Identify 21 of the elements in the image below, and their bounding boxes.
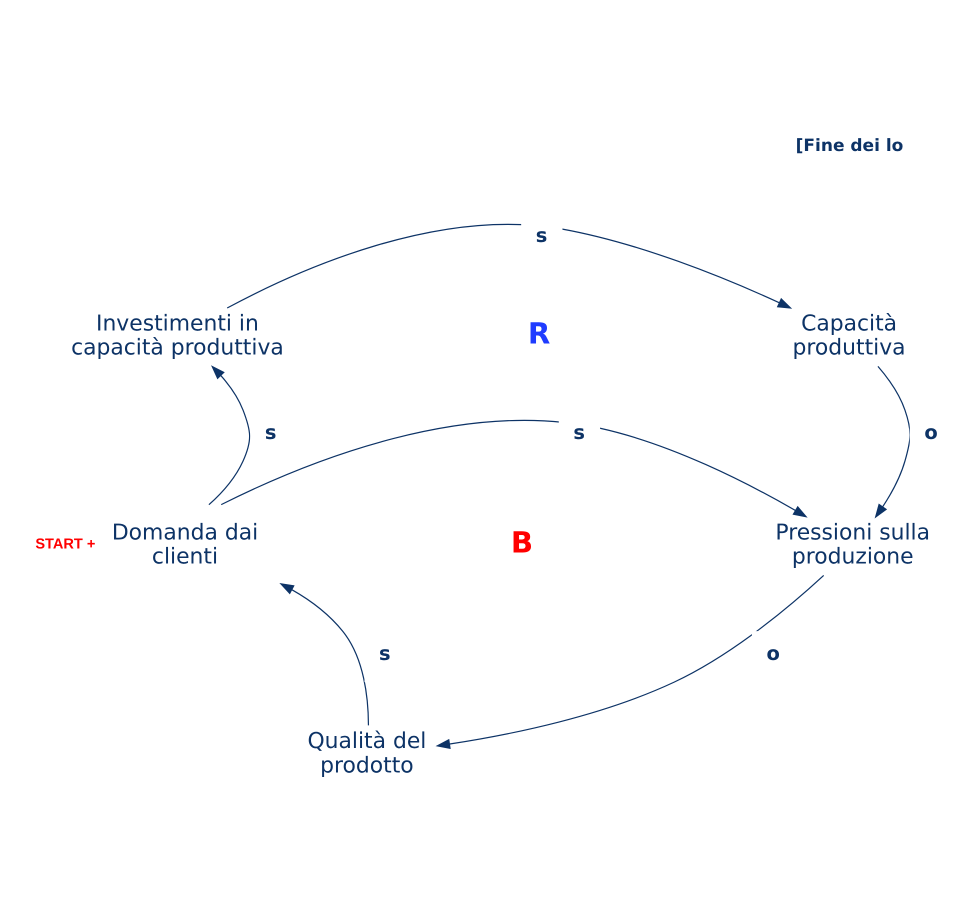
arrow xyxy=(279,583,370,726)
arrow xyxy=(208,365,250,506)
node-text: Investimenti in capacità produttiva xyxy=(71,311,284,361)
node-text: Pressioni sulla produzione xyxy=(775,520,930,570)
node-text: Capacità produttiva xyxy=(792,311,906,361)
edge-label: s xyxy=(379,642,391,666)
node-label: START + xyxy=(35,536,96,553)
node-text: Qualità del prodotto xyxy=(307,729,426,778)
arrow xyxy=(436,574,824,750)
edge-label: o xyxy=(766,642,780,666)
arrow xyxy=(220,420,808,518)
label: R xyxy=(528,316,550,351)
label: [Fine dei lo xyxy=(796,136,904,156)
edge-label: s xyxy=(536,224,548,248)
edge-label: s xyxy=(573,420,585,444)
edge-label: s xyxy=(264,420,276,444)
label: B xyxy=(510,525,534,560)
edge-label: o xyxy=(924,420,938,444)
arrow xyxy=(226,224,792,309)
arrow xyxy=(874,366,911,518)
node-text: Domanda dai clienti xyxy=(112,520,258,570)
